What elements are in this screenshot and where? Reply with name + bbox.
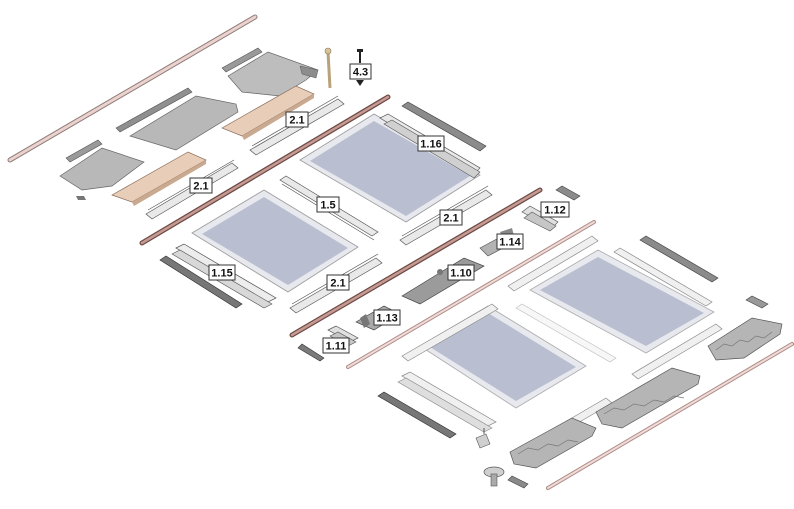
bracket-1-12 xyxy=(521,205,559,232)
small-part-bottom xyxy=(507,475,529,489)
bolt-part xyxy=(356,49,364,86)
corrugated-flashing-right-middle xyxy=(595,367,701,429)
long-rod-top-left xyxy=(7,14,258,163)
small-strip-top xyxy=(221,47,263,73)
flashing-panel-large xyxy=(129,95,239,151)
svg-text:2.1: 2.1 xyxy=(193,181,208,193)
label-2-1-a: 2.1 xyxy=(285,111,309,128)
svg-text:2.1: 2.1 xyxy=(330,278,345,290)
svg-text:1.11: 1.11 xyxy=(326,341,347,353)
long-rod-center-upper xyxy=(139,94,391,246)
label-1-14: 1.14 xyxy=(496,233,524,250)
label-2-1-c: 2.1 xyxy=(439,209,463,226)
corrugated-flashing-right-bottom xyxy=(509,417,597,469)
svg-text:1.10: 1.10 xyxy=(450,268,471,280)
glass-panel-top xyxy=(299,113,481,223)
small-clip-bottom xyxy=(475,428,491,449)
label-4-3: 4.3 xyxy=(349,63,372,80)
label-1-16: 1.16 xyxy=(417,135,445,152)
dark-strip-bottom xyxy=(377,391,457,439)
flashing-panel-left xyxy=(59,147,145,191)
label-1-11: 1.11 xyxy=(322,337,350,354)
end-cap-1-12 xyxy=(555,185,581,201)
timber-batten-lower xyxy=(111,151,207,206)
svg-text:1.14: 1.14 xyxy=(499,237,521,249)
label-1-5: 1.5 xyxy=(316,196,340,213)
round-knob-bottom xyxy=(483,466,505,487)
profile-right-middle xyxy=(401,303,499,362)
svg-text:1.16: 1.16 xyxy=(420,139,441,151)
long-rod-center-lower xyxy=(289,187,543,338)
long-rod-bottom-right xyxy=(546,342,794,490)
glass-panel-right xyxy=(529,249,715,354)
timber-batten-upper xyxy=(221,85,315,140)
dark-strip-top-right xyxy=(401,101,487,152)
long-strip-left xyxy=(115,87,193,133)
label-1-15: 1.15 xyxy=(208,264,236,281)
flashing-panel-top xyxy=(227,51,319,97)
label-2-1-d: 2.1 xyxy=(326,274,350,291)
profile-right-rail xyxy=(613,247,713,307)
label-1-10: 1.10 xyxy=(447,264,475,281)
profile-right-lower xyxy=(631,323,723,380)
label-2-1-b: 2.1 xyxy=(189,177,213,194)
svg-text:1.5: 1.5 xyxy=(320,200,335,212)
label-1-13: 1.13 xyxy=(373,309,401,326)
screw-part xyxy=(324,47,332,89)
svg-text:2.1: 2.1 xyxy=(443,213,458,225)
svg-text:1.12: 1.12 xyxy=(544,205,565,217)
corrugated-flashing-right-top xyxy=(707,317,783,361)
gasket-profile-right xyxy=(397,371,497,433)
svg-text:4.3: 4.3 xyxy=(353,67,368,79)
small-strip-1-11 xyxy=(297,343,325,362)
dark-strip-right xyxy=(639,235,719,283)
small-strip-left xyxy=(65,139,103,163)
profile-right-upper xyxy=(507,235,599,292)
thin-rail-right xyxy=(515,303,617,363)
dark-strip-1-15 xyxy=(159,255,243,309)
svg-text:1.15: 1.15 xyxy=(211,268,232,280)
label-1-12: 1.12 xyxy=(540,201,570,218)
svg-text:1.13: 1.13 xyxy=(376,313,397,325)
long-rod-middle-right xyxy=(346,220,596,369)
glass-panel-middle xyxy=(191,189,359,293)
end-cap-right xyxy=(745,295,769,309)
svg-text:2.1: 2.1 xyxy=(289,115,304,127)
small-clip-left xyxy=(76,196,86,200)
